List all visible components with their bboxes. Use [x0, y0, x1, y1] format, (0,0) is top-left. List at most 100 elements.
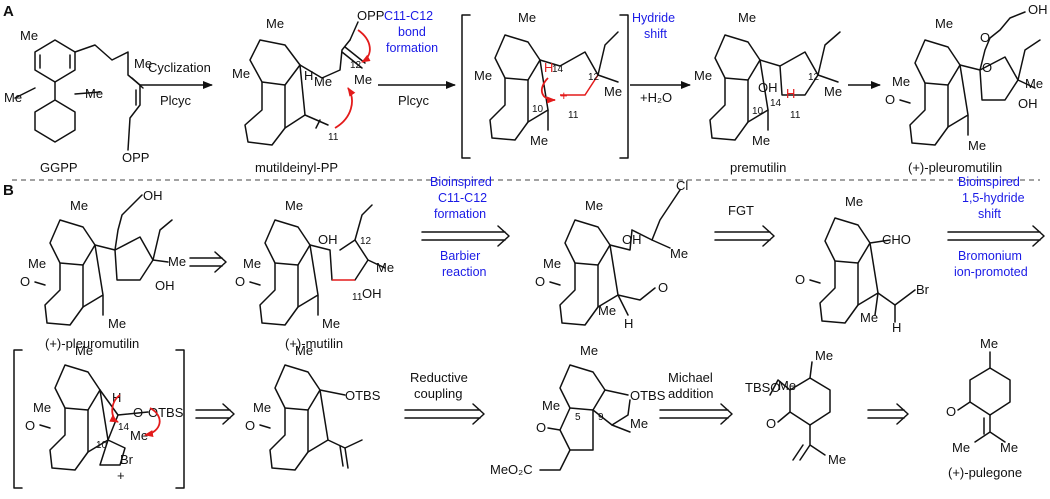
premutilin-n12: 12	[808, 72, 820, 83]
retro-arrow-5	[195, 403, 235, 425]
tbso-ketone-o: O	[766, 416, 776, 431]
mutilin-n11: 11	[352, 292, 363, 303]
retro-arrow-8	[867, 403, 909, 425]
step-c11c12-3: formation	[386, 41, 438, 55]
name-mutildeinyl-pp: mutildeinyl-PP	[255, 160, 338, 175]
ester-ketone-o: O	[536, 420, 546, 435]
tbs-alkene-me-1: Me	[295, 343, 313, 358]
mutilin-oh-1: OH	[318, 232, 338, 247]
pleuromutilin-structure-a: Me Me O O O OH OH Me Me	[885, 2, 1048, 153]
premutilin-n10: 10	[752, 106, 764, 117]
premutilin-me-4: Me	[752, 133, 770, 148]
chloride-aldehyde-structure: Me Me O OH Cl Me O H Me	[535, 178, 688, 331]
step-b2-red-1: Reductive	[410, 370, 468, 385]
premutilin-oh: OH	[758, 80, 778, 95]
cation-n12: 12	[588, 72, 600, 83]
mutilin-ketone-o: O	[235, 274, 245, 289]
pleuro-b-me-4: Me	[108, 316, 126, 331]
bromide-aldehyde-structure: Me O CHO Br Me H	[795, 194, 930, 335]
pleuro-b-ketone-o: O	[20, 274, 30, 289]
premutilin-me-3: Me	[824, 84, 842, 99]
aldehyde-cl: Cl	[676, 178, 688, 193]
tbso-me-1: Me	[778, 378, 796, 393]
bromonium-otbs: OTBS	[148, 405, 184, 420]
mutildeinyl-pp-structure: Me Me H Me Me OPP 12 11	[232, 8, 384, 146]
ester-intermediate-structure: Me Me 5 9 OTBS Me O MeO₂C	[490, 343, 666, 477]
pleuro-a-ester-o: O	[982, 60, 992, 75]
bromonium-ketone-o: O	[25, 418, 35, 433]
ggpp-me-2: Me	[4, 90, 22, 105]
step-fgt: FGT	[728, 203, 754, 218]
aldehyde-o: O	[658, 280, 668, 295]
tbso-me-3: Me	[828, 452, 846, 467]
pleuro-a-me-3: Me	[1025, 76, 1043, 91]
pulegone-ketone-o: O	[946, 404, 956, 419]
mutilin-structure: Me Me O OH OH 12 11 Me Me	[235, 198, 394, 331]
name-ggpp: GGPP	[40, 160, 78, 175]
pleuro-b-oh-2: OH	[155, 278, 175, 293]
cation-me-3: Me	[604, 84, 622, 99]
bromide-cho: CHO	[882, 232, 911, 247]
ester-me-3: Me	[630, 416, 648, 431]
cation-n11: 11	[568, 110, 579, 121]
retro-arrow-fgt	[714, 225, 775, 247]
ggpp-me-1: Me	[20, 28, 38, 43]
mutildeinyl-me-1: Me	[266, 16, 284, 31]
bromide-me-2: Me	[860, 310, 878, 325]
premutilin-h: H	[786, 86, 795, 101]
bromonium-me-2: Me	[33, 400, 51, 415]
step-b1-barbier-2: reaction	[442, 265, 487, 279]
step-hydride-2: shift	[644, 27, 667, 41]
bromonium-n14: 14	[118, 422, 130, 433]
bromide-ketone-o: O	[795, 272, 805, 287]
cation-me-1: Me	[518, 10, 536, 25]
aldehyde-me-1: Me	[585, 198, 603, 213]
pleuro-b-me-1: Me	[70, 198, 88, 213]
cation-intermediate: Me Me H + 14 10 11 12 Me Me	[474, 10, 622, 148]
pleuro-a-oh-2: OH	[1018, 96, 1038, 111]
step-b2-mich-1: Michael	[668, 370, 713, 385]
step-cyclization-label: Cyclization	[148, 60, 211, 75]
ggpp-me-4: Me	[134, 56, 152, 71]
premutilin-me-1: Me	[738, 10, 756, 25]
ester-meo2c: MeO₂C	[490, 462, 533, 477]
step-h2o: +H₂O	[640, 90, 672, 105]
ggpp-structure: Me Me Me Me OPP	[4, 28, 152, 165]
retro-arrow-hydride	[947, 225, 1045, 247]
retro-arrow-1	[189, 251, 227, 273]
step-b2-mich-2: addition	[668, 386, 714, 401]
mutildeinyl-n12: 12	[350, 60, 362, 71]
mutilin-n12: 12	[360, 236, 372, 247]
step-c11c12-1: C11-C12	[384, 9, 433, 23]
bromide-h: H	[892, 320, 901, 335]
name-pleuromutilin-b: (+)-pleuromutilin	[45, 336, 139, 351]
aldehyde-h: H	[624, 316, 633, 331]
ggpp-me-3: Me	[85, 86, 103, 101]
mutildeinyl-n11: 11	[328, 132, 339, 143]
step-plcyc-label-2: Plcyc	[398, 93, 430, 108]
cation-plus: +	[560, 88, 568, 103]
mutildeinyl-h: H	[304, 68, 313, 83]
tbso-label: TBSO	[745, 380, 780, 395]
pleuro-a-ketone-o: O	[885, 92, 895, 107]
premutilin-n14: 14	[770, 98, 782, 109]
pulegone-me-1: Me	[980, 336, 998, 351]
mutildeinyl-opp: OPP	[357, 8, 384, 23]
step-b2-red-2: coupling	[414, 386, 462, 401]
mutildeinyl-me-2: Me	[232, 66, 250, 81]
tbso-cyclohexanone-structure: TBSO Me Me O Me	[745, 348, 846, 467]
name-pulegone: (+)-pulegone	[948, 465, 1022, 480]
step-b1-bio-1: Bioinspired	[430, 175, 492, 189]
pleuro-b-oh-1: OH	[143, 188, 163, 203]
step-b1-hyd-3: shift	[978, 207, 1001, 221]
tbs-alkene-ketone-o: O	[245, 418, 255, 433]
bromonium-me-1: Me	[75, 343, 93, 358]
mutilin-me-4: Me	[322, 316, 340, 331]
name-mutilin: (+)-mutilin	[285, 336, 343, 351]
pleuro-a-me-1: Me	[935, 16, 953, 31]
mutilin-me-1: Me	[285, 198, 303, 213]
bromonium-me-3: Me	[130, 428, 148, 443]
bromonium-plus: +	[117, 468, 125, 483]
premutilin-me-2: Me	[694, 68, 712, 83]
